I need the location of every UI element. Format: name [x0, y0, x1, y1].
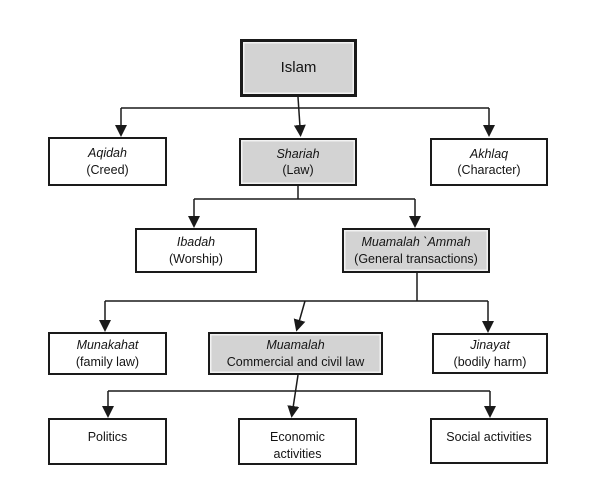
- node-akhlaq-gloss: (Character): [457, 163, 521, 177]
- node-shariah-term: Shariah: [276, 146, 320, 161]
- node-akhlaq: Akhlaq (Character): [430, 138, 548, 186]
- node-muamalah-ammah-gloss: (General transactions): [354, 251, 478, 266]
- node-munakahat-term: Munakahat: [76, 338, 139, 352]
- edge-islam-children: [115, 96, 495, 137]
- node-social-label: Social activities: [446, 430, 532, 444]
- node-munakahat: Munakahat (family law): [48, 332, 167, 375]
- node-economic-activities: Economic activities: [238, 418, 357, 465]
- node-jinayat: Jinayat (bodily harm): [432, 333, 548, 374]
- node-shariah-gloss: (Law): [282, 163, 314, 177]
- node-jinayat-gloss: (bodily harm): [453, 354, 527, 369]
- edge-shariah-children: [188, 186, 421, 228]
- node-economic-label-line1: Economic: [270, 430, 325, 444]
- node-social-activities: Social activities: [430, 418, 548, 464]
- node-jinayat-term: Jinayat: [470, 338, 510, 352]
- node-muamalah-ammah: Muamalah `Ammah (General transactions): [342, 228, 490, 273]
- node-muamalah-term: Muamalah: [266, 338, 325, 352]
- node-akhlaq-term: Akhlaq: [469, 146, 509, 161]
- node-islam-label: Islam: [280, 59, 317, 77]
- node-munakahat-gloss: (family law): [75, 354, 140, 369]
- node-muamalah: Muamalah Commercial and civil law: [208, 332, 383, 375]
- node-aqidah-term: Aqidah: [88, 146, 127, 160]
- node-politics-label: Politics: [87, 430, 128, 444]
- edge-muamalah-ammah-children: [99, 273, 494, 333]
- node-aqidah: Aqidah (Creed): [48, 137, 167, 186]
- node-economic-label-line2: activities: [273, 446, 322, 461]
- node-politics: Politics: [48, 418, 167, 465]
- node-shariah: Shariah (Law): [239, 138, 357, 186]
- node-islam: Islam: [240, 39, 357, 97]
- node-ibadah-gloss: (Worship): [169, 251, 223, 266]
- node-muamalah-gloss: Commercial and civil law: [226, 354, 365, 369]
- node-aqidah-gloss: (Creed): [86, 162, 129, 177]
- edge-muamalah-children: [102, 374, 496, 418]
- node-muamalah-ammah-term: Muamalah `Ammah: [361, 235, 471, 249]
- node-ibadah: Ibadah (Worship): [135, 228, 257, 273]
- node-ibadah-term: Ibadah: [176, 235, 216, 249]
